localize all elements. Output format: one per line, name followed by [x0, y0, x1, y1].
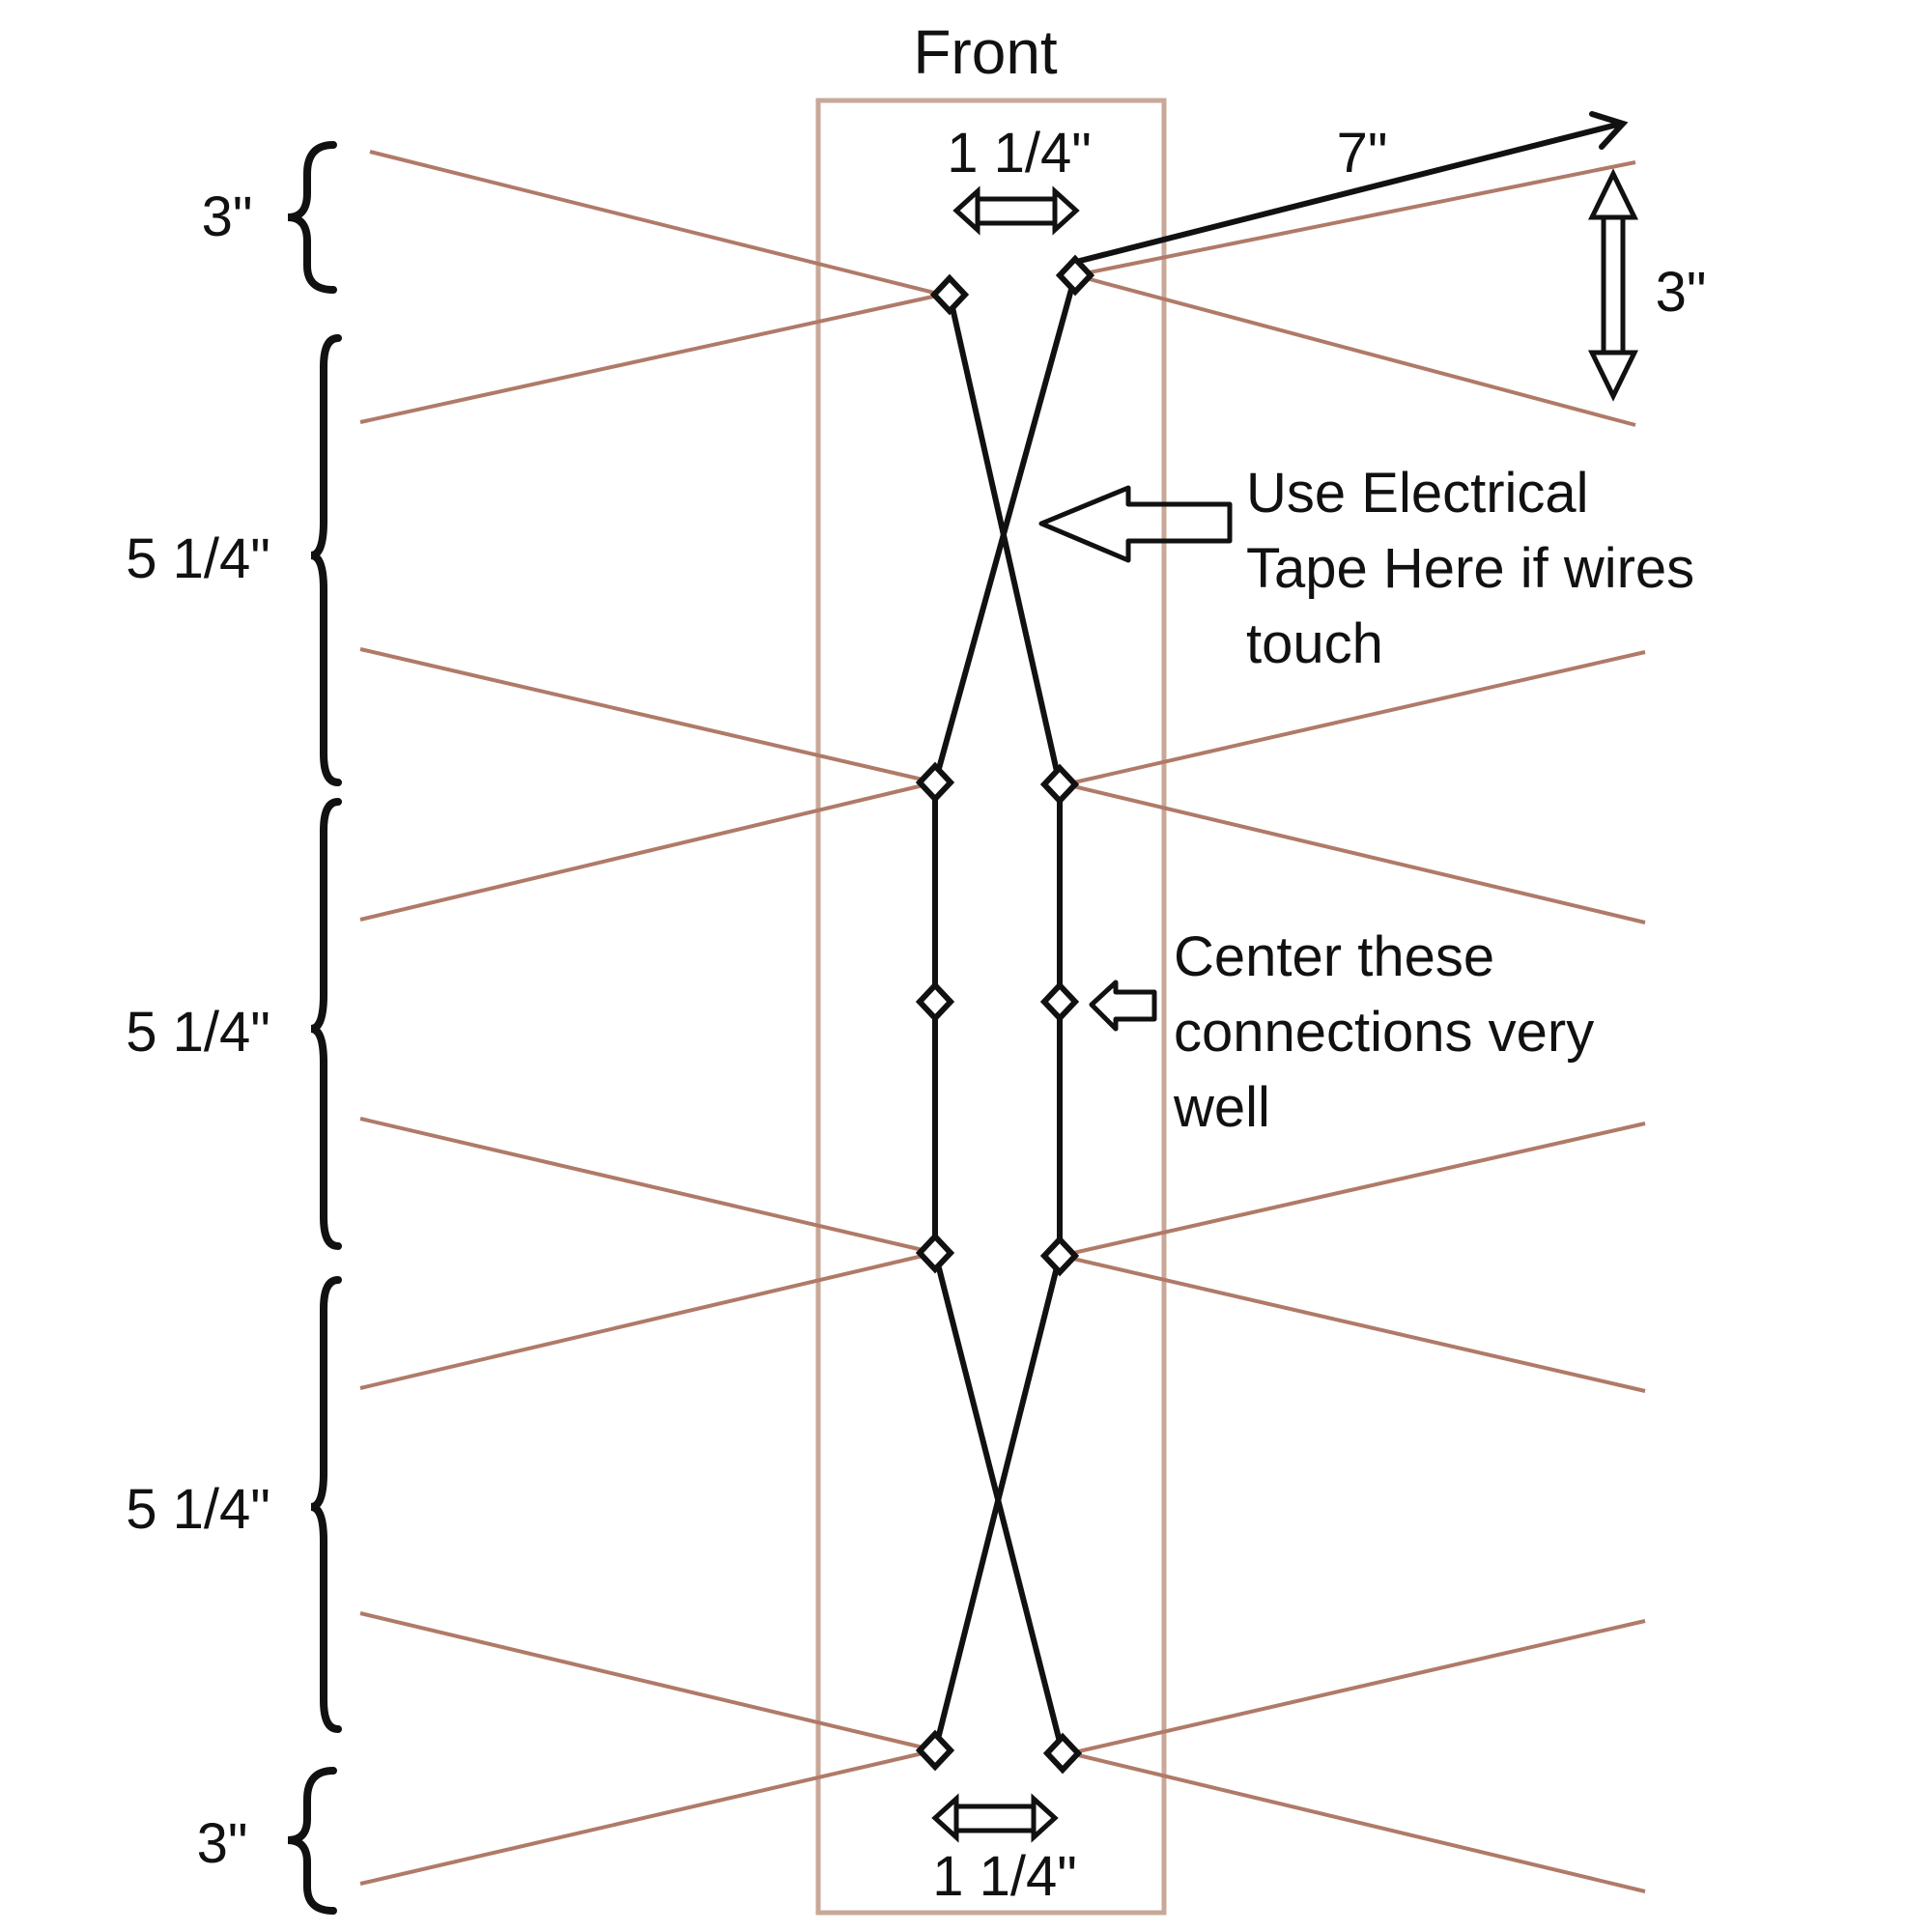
- tape-note-line-3: touch: [1246, 612, 1383, 675]
- center-note-line-1: Center these: [1174, 925, 1494, 988]
- element-right-4-upper: [1069, 1619, 1646, 1755]
- element-right-1-upper: [1074, 160, 1636, 277]
- brace-4: [310, 1276, 342, 1733]
- bottom-spacing-arrow: [931, 1793, 1059, 1843]
- connection-point: [1042, 1732, 1083, 1775]
- element-left-2-upper: [359, 647, 936, 784]
- connection-points: [915, 254, 1095, 1775]
- brace-2: [310, 334, 342, 786]
- center-pointer-arrow: [1089, 980, 1157, 1032]
- diagram-title: Front: [913, 17, 1058, 87]
- element-left-3-lower: [359, 1251, 936, 1390]
- element-length-arrow: [1077, 111, 1629, 264]
- connection-point: [915, 1232, 955, 1274]
- connection-point: [1039, 763, 1080, 806]
- harness-wire-cross-b: [932, 272, 1078, 785]
- mounting-board: [815, 98, 1167, 1916]
- center-note-line-2: connections very: [1174, 1001, 1594, 1064]
- connection-point: [929, 273, 970, 316]
- brace-5: [287, 1767, 337, 1915]
- element-right-1-lower: [1074, 273, 1636, 427]
- harness-wire-cross-d: [932, 1253, 1063, 1753]
- left-dimension-braces: [287, 141, 342, 1915]
- phasing-harness: [932, 272, 1078, 1756]
- element-right-3-upper: [1060, 1122, 1646, 1258]
- bottom-spacing-label: 1 1/4": [932, 1845, 1077, 1908]
- tape-pointer-arrow: [1038, 485, 1233, 563]
- brace-1: [287, 141, 337, 294]
- element-left-2-lower: [359, 781, 936, 922]
- left-dimension-label-4: 5 1/4": [126, 1478, 270, 1541]
- tape-note-line-2: Tape Here if wires: [1246, 537, 1694, 600]
- connection-point: [915, 980, 955, 1023]
- brace-3: [310, 798, 342, 1250]
- element-right-3-lower: [1060, 1254, 1646, 1393]
- element-right-2-upper: [1065, 650, 1646, 786]
- connection-point: [915, 1729, 955, 1772]
- element-left-1-upper: [369, 150, 943, 297]
- element-length-label: 7": [1337, 122, 1388, 185]
- top-spacing-label: 1 1/4": [947, 122, 1092, 185]
- element-spread-arrow: [1587, 168, 1639, 402]
- left-dimension-label-2: 5 1/4": [126, 527, 270, 590]
- element-left-1-lower: [359, 293, 943, 424]
- left-dimension-label-1: 3": [202, 185, 253, 248]
- center-note-line-3: well: [1173, 1076, 1270, 1139]
- left-dimension-label-5: 3": [197, 1812, 248, 1875]
- connection-point: [1039, 1235, 1080, 1277]
- element-left-4-lower: [359, 1748, 936, 1886]
- top-spacing-arrow: [952, 185, 1080, 236]
- connection-point: [1055, 254, 1095, 297]
- antenna-elements: [359, 150, 1646, 1893]
- element-right-4-lower: [1069, 1751, 1646, 1893]
- element-right-2-lower: [1065, 782, 1646, 924]
- left-dimension-label-3: 5 1/4": [126, 1001, 270, 1064]
- element-left-4-upper: [359, 1611, 936, 1752]
- tape-note-line-1: Use Electrical: [1246, 462, 1589, 525]
- element-spread-label: 3": [1656, 261, 1707, 324]
- connection-point: [1039, 980, 1080, 1023]
- element-left-3-upper: [359, 1117, 936, 1255]
- connection-point: [915, 761, 955, 804]
